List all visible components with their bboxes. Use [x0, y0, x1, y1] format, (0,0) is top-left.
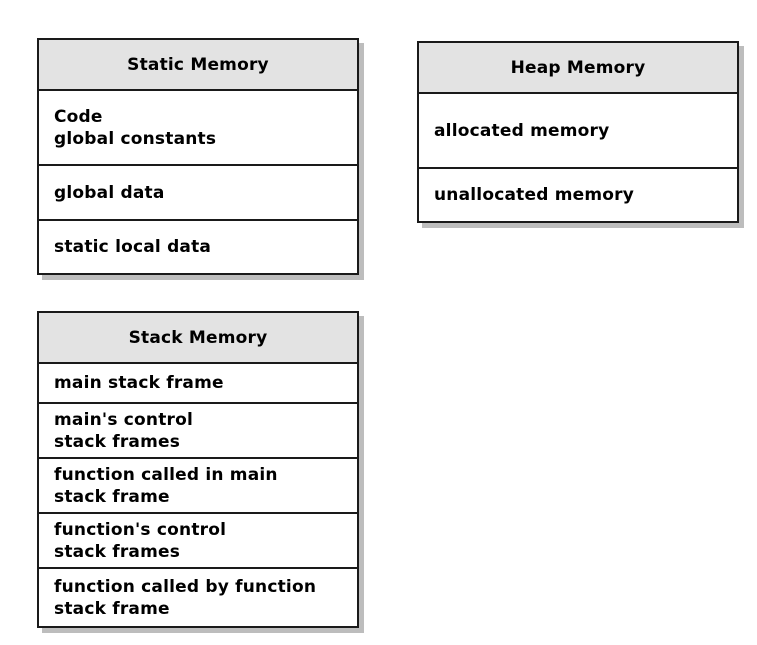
stack-memory-title: Stack Memory [39, 313, 357, 364]
row-label: global constants [54, 128, 217, 149]
heap-memory-box: Heap Memory allocated memory unallocated… [417, 41, 739, 223]
heap-memory-row-allocated: allocated memory [419, 94, 737, 169]
static-memory-row-code: Code global constants [39, 91, 357, 166]
row-label: function called by function [54, 576, 317, 597]
row-label: stack frame [54, 598, 170, 619]
row-label: Code [54, 106, 103, 127]
stack-memory-row-function-by-function: function called by function stack frame [39, 569, 357, 626]
static-memory-title: Static Memory [39, 40, 357, 91]
static-memory-row-global-data: global data [39, 166, 357, 221]
row-label: stack frames [54, 431, 181, 452]
heap-memory-title: Heap Memory [419, 43, 737, 94]
row-label: main stack frame [54, 373, 224, 393]
stack-memory-row-function-in-main: function called in main stack frame [39, 459, 357, 514]
row-label: main's control [54, 409, 194, 430]
static-memory-row-static-local-data: static local data [39, 221, 357, 273]
stack-memory-row-main-frame: main stack frame [39, 364, 357, 404]
row-label: stack frame [54, 486, 170, 507]
stack-memory-row-function-control: function's control stack frames [39, 514, 357, 569]
stack-memory-row-main-control: main's control stack frames [39, 404, 357, 459]
row-label: unallocated memory [434, 185, 635, 205]
row-label: function called in main [54, 464, 278, 485]
static-memory-box: Static Memory Code global constants glob… [37, 38, 359, 275]
row-label: allocated memory [434, 120, 610, 141]
row-label: stack frames [54, 541, 181, 562]
row-label: static local data [54, 237, 212, 257]
heap-memory-row-unallocated: unallocated memory [419, 169, 737, 221]
stack-memory-box: Stack Memory main stack frame main's con… [37, 311, 359, 628]
row-label: function's control [54, 519, 227, 540]
row-label: global data [54, 182, 165, 203]
